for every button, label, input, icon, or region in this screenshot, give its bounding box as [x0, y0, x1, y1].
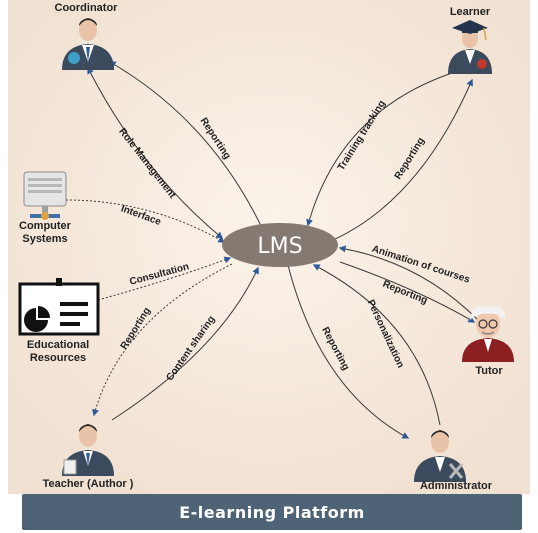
edge-teacher-reporting: [92, 263, 233, 417]
computer-systems-label: Computer Systems: [6, 220, 84, 246]
edge-teacher-content-sharing: [111, 266, 259, 421]
footer-title: E-learning Platform: [179, 502, 365, 522]
teacher-label: Teacher (Author ): [42, 478, 134, 490]
tutor-icon: [462, 306, 514, 362]
edge-learner-training-tracking: [306, 71, 456, 227]
learner-icon: [448, 20, 492, 74]
educational-resources-label-line2: Resources: [29, 352, 87, 364]
administrator-icon: [414, 430, 466, 482]
teacher-icon: [62, 424, 114, 476]
footer-bar: E-learning Platform: [22, 494, 522, 530]
computer-systems-label-line2: Systems: [22, 233, 68, 245]
edge-coordinator-reporting: [108, 61, 263, 229]
edge-coordinator-role-management: [87, 66, 224, 239]
educational-resources-label: Educational Resources: [8, 339, 108, 365]
computer-systems-icon: [23, 171, 67, 220]
coordinator-icon: [62, 18, 114, 70]
administrator-label: Administrator: [419, 480, 493, 492]
edge-admin-reporting: [287, 264, 410, 439]
lms-label: LMS: [257, 234, 302, 259]
learner-label: Learner: [449, 6, 491, 18]
educational-resources-label-line1: Educational: [26, 339, 90, 351]
edge-resources-consultation: [97, 256, 232, 301]
edge-computer-interface: [65, 199, 226, 243]
edge-tutor-reporting: [339, 261, 476, 323]
educational-resources-icon: [18, 278, 100, 336]
edge-learner-reporting: [332, 78, 473, 241]
computer-systems-label-line1: Computer: [19, 220, 71, 232]
coordinator-label: Coordinator: [54, 2, 118, 14]
lms-ellipse: [222, 223, 338, 267]
edge-tutor-animation: [338, 245, 479, 321]
edge-admin-personalization: [312, 264, 441, 426]
lms-center: LMS: [222, 223, 338, 267]
tutor-label: Tutor: [475, 365, 503, 377]
